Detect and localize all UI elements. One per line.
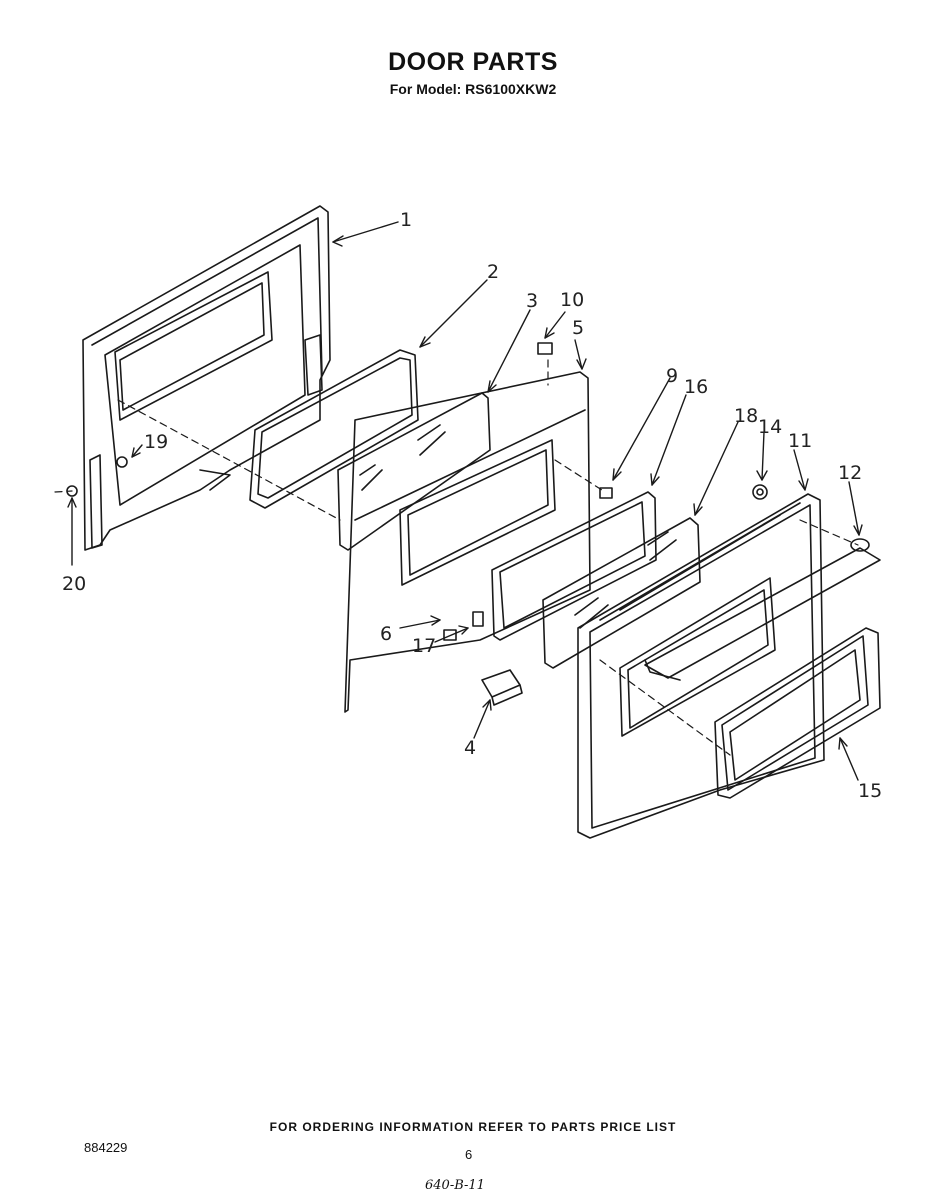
- callout-19: 19: [144, 431, 168, 453]
- part-10-clip: [537, 342, 553, 355]
- part-1-inner-door-liner: [82, 205, 331, 551]
- callout-17: 17: [412, 635, 436, 657]
- ordering-notice: FOR ORDERING INFORMATION REFER TO PARTS …: [269, 1120, 677, 1134]
- callout-20: 20: [62, 573, 86, 595]
- callout-labels: 1 2 3 10 5 9 16 18 14 11 12 15 19 20 6 1…: [62, 209, 882, 802]
- part-18-outer-glass: [542, 517, 701, 669]
- part-5-inner-panel: [344, 371, 591, 713]
- handwritten-note: 640-B-11: [425, 1178, 485, 1193]
- callout-12: 12: [838, 462, 862, 484]
- callout-5: 5: [572, 317, 584, 339]
- part-15-outer-trim: [714, 627, 881, 799]
- part-12-door-handle: [644, 538, 881, 681]
- part-19-screw: [116, 456, 128, 468]
- part-14-nut: [752, 484, 768, 500]
- alignment-lines: [54, 359, 859, 756]
- callout-18: 18: [734, 405, 758, 427]
- part-3-inner-glass: [337, 392, 491, 551]
- part-2-window-gasket: [249, 349, 419, 509]
- part-9-clip: [599, 487, 613, 499]
- callout-9: 9: [666, 365, 678, 387]
- part-11-outer-door-panel: [577, 493, 825, 839]
- page-title: DOOR PARTS: [388, 48, 558, 76]
- callout-6: 6: [380, 623, 392, 645]
- model-subtitle: For Model: RS6100XKW2: [389, 81, 557, 97]
- callout-10: 10: [560, 289, 584, 311]
- callout-4: 4: [464, 737, 476, 759]
- callout-11: 11: [788, 430, 812, 452]
- page-number: 6: [465, 1147, 473, 1162]
- part-4-bracket: [481, 669, 523, 706]
- callout-14: 14: [758, 416, 782, 438]
- part-16-window-frame: [491, 491, 657, 641]
- part-6-clip: [443, 629, 457, 641]
- callout-1: 1: [400, 209, 412, 231]
- callout-3: 3: [526, 290, 538, 312]
- callout-16: 16: [684, 376, 708, 398]
- callout-2: 2: [487, 261, 499, 283]
- part-17-clip: [472, 611, 484, 627]
- document-number: 884229: [84, 1140, 128, 1155]
- leader-lines: [67, 221, 863, 781]
- callout-15: 15: [858, 780, 882, 802]
